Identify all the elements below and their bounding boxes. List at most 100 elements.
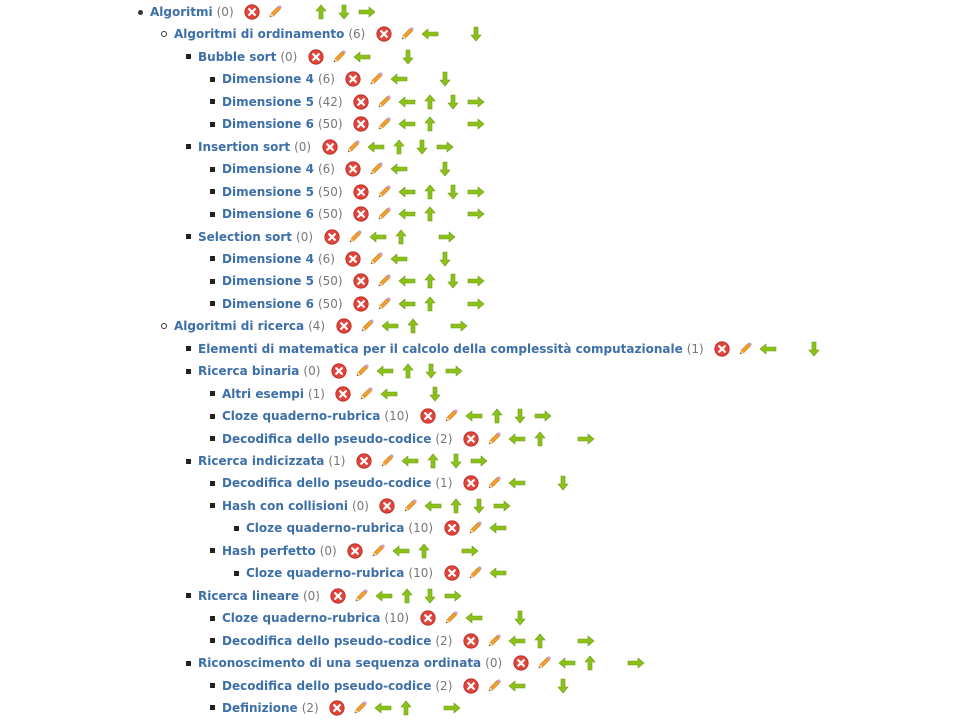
move-left-icon[interactable] <box>390 541 413 561</box>
move-right-icon[interactable] <box>465 114 488 134</box>
edit-pencil-icon[interactable] <box>463 563 486 583</box>
category-link[interactable]: Cloze quaderno-rubrica <box>222 409 381 424</box>
move-right-icon[interactable] <box>491 496 514 516</box>
edit-pencil-icon[interactable] <box>482 676 505 696</box>
edit-pencil-icon[interactable] <box>375 451 398 471</box>
move-up-icon[interactable] <box>419 271 442 291</box>
edit-pencil-icon[interactable] <box>482 473 505 493</box>
move-right-icon[interactable] <box>433 137 456 157</box>
delete-icon[interactable] <box>332 384 355 404</box>
move-up-icon[interactable] <box>396 361 419 381</box>
move-left-icon[interactable] <box>462 608 485 628</box>
move-right-icon[interactable] <box>465 182 488 202</box>
category-link[interactable]: Decodifica dello pseudo-codice <box>222 678 432 693</box>
category-link[interactable]: Insertion sort <box>198 139 291 154</box>
move-right-icon[interactable] <box>465 204 488 224</box>
move-right-icon[interactable] <box>442 586 465 606</box>
delete-icon[interactable] <box>342 159 365 179</box>
move-right-icon[interactable] <box>356 2 379 22</box>
move-up-icon[interactable] <box>485 406 508 426</box>
category-link[interactable]: Ricerca lineare <box>198 588 299 603</box>
edit-pencil-icon[interactable] <box>482 429 505 449</box>
move-right-icon[interactable] <box>465 271 488 291</box>
move-left-icon[interactable] <box>505 676 528 696</box>
edit-pencil-icon[interactable] <box>734 339 757 359</box>
move-left-icon[interactable] <box>373 361 396 381</box>
edit-pencil-icon[interactable] <box>350 586 373 606</box>
move-down-icon[interactable] <box>508 608 531 628</box>
category-link[interactable]: Elementi di matematica per il calcolo de… <box>198 341 683 356</box>
edit-pencil-icon[interactable] <box>343 227 366 247</box>
move-down-icon[interactable] <box>434 159 457 179</box>
move-left-icon[interactable] <box>396 294 419 314</box>
move-left-icon[interactable] <box>505 473 528 493</box>
move-left-icon[interactable] <box>422 496 445 516</box>
move-up-icon[interactable] <box>413 541 436 561</box>
move-left-icon[interactable] <box>366 227 389 247</box>
category-link[interactable]: Decodifica dello pseudo-codice <box>222 633 432 648</box>
move-left-icon[interactable] <box>398 451 421 471</box>
move-right-icon[interactable] <box>624 653 647 673</box>
category-link[interactable]: Ricerca binaria <box>198 364 300 379</box>
move-down-icon[interactable] <box>444 451 467 471</box>
edit-pencil-icon[interactable] <box>365 249 388 269</box>
category-link[interactable]: Ricerca indicizzata <box>198 454 325 468</box>
move-down-icon[interactable] <box>442 92 465 112</box>
move-left-icon[interactable] <box>372 698 395 718</box>
move-down-icon[interactable] <box>434 249 457 269</box>
category-link[interactable]: Hash con collisioni <box>222 498 348 513</box>
edit-pencil-icon[interactable] <box>341 137 364 157</box>
edit-pencil-icon[interactable] <box>373 114 396 134</box>
edit-pencil-icon[interactable] <box>355 384 378 404</box>
edit-pencil-icon[interactable] <box>367 541 390 561</box>
move-right-icon[interactable] <box>574 631 597 651</box>
delete-icon[interactable] <box>326 698 349 718</box>
edit-pencil-icon[interactable] <box>395 24 418 44</box>
category-link[interactable]: Cloze quaderno-rubrica <box>246 521 405 536</box>
move-left-icon[interactable] <box>378 316 401 336</box>
delete-icon[interactable] <box>459 473 482 493</box>
category-link[interactable]: Dimensione 5 <box>222 274 314 289</box>
move-down-icon[interactable] <box>419 586 442 606</box>
move-left-icon[interactable] <box>396 114 419 134</box>
move-down-icon[interactable] <box>551 473 574 493</box>
move-left-icon[interactable] <box>396 92 419 112</box>
move-up-icon[interactable] <box>421 451 444 471</box>
move-left-icon[interactable] <box>396 271 419 291</box>
move-right-icon[interactable] <box>465 294 488 314</box>
move-right-icon[interactable] <box>467 451 490 471</box>
category-link[interactable]: Dimensione 4 <box>222 162 314 177</box>
delete-icon[interactable] <box>509 653 532 673</box>
delete-icon[interactable] <box>711 339 734 359</box>
move-left-icon[interactable] <box>364 137 387 157</box>
delete-icon[interactable] <box>350 204 373 224</box>
delete-icon[interactable] <box>342 69 365 89</box>
move-left-icon[interactable] <box>555 653 578 673</box>
category-link[interactable]: Hash perfetto <box>222 543 316 558</box>
edit-pencil-icon[interactable] <box>327 47 350 67</box>
move-left-icon[interactable] <box>418 24 441 44</box>
delete-icon[interactable] <box>459 631 482 651</box>
move-up-icon[interactable] <box>528 631 551 651</box>
move-right-icon[interactable] <box>442 361 465 381</box>
move-left-icon[interactable] <box>462 406 485 426</box>
edit-pencil-icon[interactable] <box>264 2 287 22</box>
delete-icon[interactable] <box>320 227 343 247</box>
move-right-icon[interactable] <box>447 316 470 336</box>
move-down-icon[interactable] <box>434 69 457 89</box>
delete-icon[interactable] <box>440 518 463 538</box>
move-right-icon[interactable] <box>459 541 482 561</box>
delete-icon[interactable] <box>304 47 327 67</box>
category-link[interactable]: Decodifica dello pseudo-codice <box>222 431 432 446</box>
move-up-icon[interactable] <box>401 316 424 336</box>
move-left-icon[interactable] <box>486 563 509 583</box>
move-right-icon[interactable] <box>531 406 554 426</box>
move-left-icon[interactable] <box>388 249 411 269</box>
edit-pencil-icon[interactable] <box>349 698 372 718</box>
delete-icon[interactable] <box>372 24 395 44</box>
move-left-icon[interactable] <box>388 69 411 89</box>
category-link[interactable]: Decodifica dello pseudo-codice <box>222 476 432 491</box>
move-up-icon[interactable] <box>387 137 410 157</box>
move-down-icon[interactable] <box>333 2 356 22</box>
delete-icon[interactable] <box>376 496 399 516</box>
